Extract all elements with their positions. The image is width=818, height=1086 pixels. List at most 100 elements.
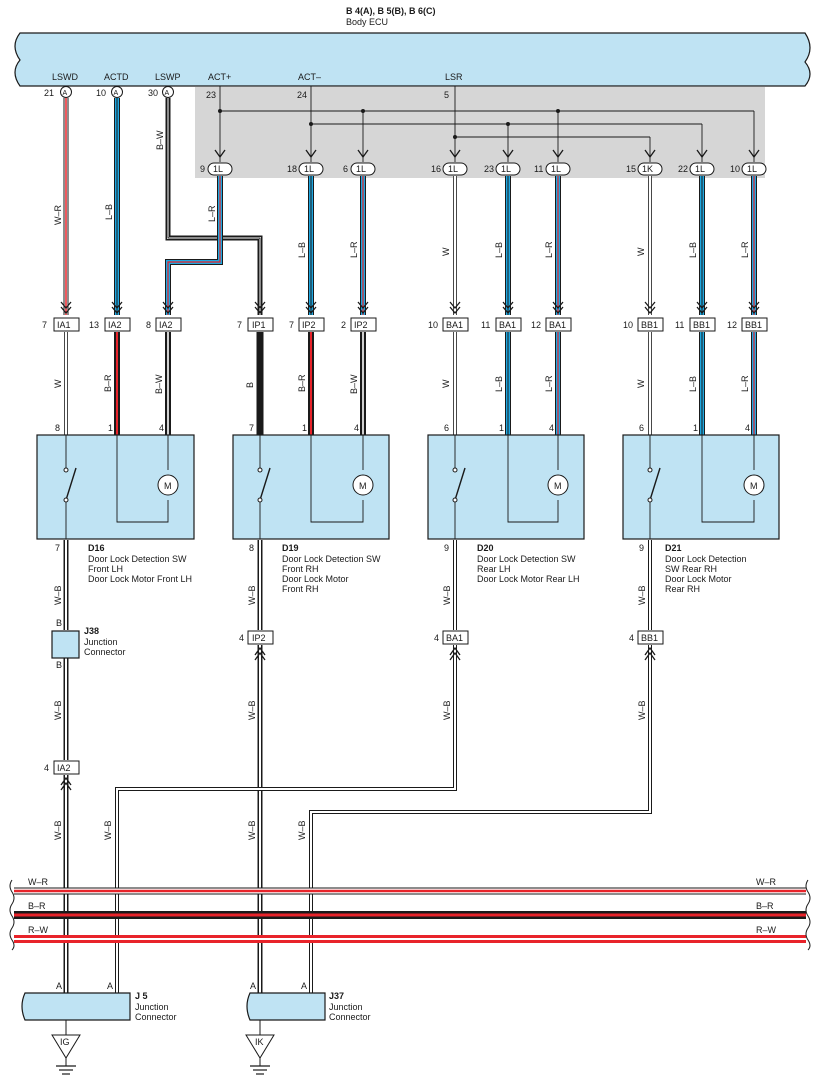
wire-label: B [245,382,255,388]
svg-text:Door Lock Motor: Door Lock Motor [282,574,349,584]
upper-wires: W–R L–B B–W L–R L–B L–R W L–B L–R W L–B … [53,98,760,315]
wire-label: W–B [442,700,452,720]
svg-text:IA2: IA2 [57,763,71,773]
svg-text:1L: 1L [695,164,705,174]
svg-text:M: M [554,481,562,491]
svg-text:W–R: W–R [756,877,777,887]
svg-text:12: 12 [727,320,737,330]
svg-text:Connector: Connector [135,1012,177,1022]
pin-num: 21 [44,88,54,98]
door-id: D20 [477,543,494,553]
svg-text:13: 13 [89,320,99,330]
pin-num: 7 [249,423,254,433]
wire-label: L–B [688,376,698,392]
jc-10: 1L 10 [730,162,767,176]
svg-text:11: 11 [675,320,684,330]
door-id: D19 [282,543,299,553]
svg-text:R–W: R–W [756,925,777,935]
ecu-name: Body ECU [346,17,388,27]
wire-label: W–B [637,585,647,605]
door-unit-d20: M [427,434,585,540]
lower-wires: W B–R B–W B B–R B–W W L–B L–R W L–B L–R … [53,332,757,435]
svg-text:11: 11 [481,320,490,330]
bus-w-r: W–R W–R [14,877,806,895]
svg-text:7: 7 [289,320,294,330]
svg-text:11: 11 [534,164,543,174]
ecu-title: B 4(A), B 5(B), B 6(C) [346,6,436,16]
wire-label: W–B [247,820,257,840]
pin-label-lswp: LSWP [155,72,181,82]
svg-text:Door Lock Detection SW: Door Lock Detection SW [477,554,576,564]
pin-num: 4 [354,423,359,433]
j38-connector: J38 Junction Connector B B [51,618,126,670]
wire-label: L–B [688,242,698,258]
svg-text:22: 22 [678,164,688,174]
wire-label: W–B [53,820,63,840]
wire-label: W–B [53,585,63,605]
wire-label: W [636,379,646,388]
svg-text:IP2: IP2 [302,320,316,330]
svg-text:BA1: BA1 [446,633,463,643]
door-unit-d21: M [622,434,780,540]
connector-circle [162,86,174,98]
svg-text:23: 23 [484,164,494,174]
wire-label: W–B [247,585,257,605]
wire-label: L–R [544,241,554,258]
svg-text:Connector: Connector [329,1012,371,1022]
ecu-pin-labels: LSWD ACTD LSWP ACT+ ACT– LSR 21 10 30 23… [44,72,463,100]
wire-label: W [441,247,451,256]
svg-text:1L: 1L [356,164,366,174]
svg-text:IP2: IP2 [252,633,266,643]
jc-22: 1L 22 [678,162,715,176]
wire-label: L–R [544,375,554,392]
svg-text:12: 12 [531,320,541,330]
svg-text:15: 15 [626,164,636,174]
pin-num: 1 [302,423,307,433]
svg-text:BA1: BA1 [499,320,516,330]
svg-text:4: 4 [239,633,244,643]
wire-label: L–B [104,204,114,220]
wire-label: W–B [297,820,307,840]
connector-circle [111,86,123,98]
svg-text:M: M [359,481,367,491]
svg-text:BB1: BB1 [693,320,710,330]
jc-11: 1L 11 [534,162,571,176]
pin-num: 10 [96,88,106,98]
jc-15: 1K 15 [626,162,663,176]
bus-r-w: R–W R–W [14,925,806,943]
svg-text:1L: 1L [213,164,223,174]
svg-text:Front RH: Front RH [282,564,319,574]
svg-text:4: 4 [44,763,49,773]
pin-num: 4 [159,423,164,433]
wire-label: W–B [637,700,647,720]
pin-num: 1 [499,423,504,433]
svg-text:Junction: Junction [84,637,118,647]
wire-w-b [309,540,652,995]
svg-text:10: 10 [623,320,633,330]
svg-text:M: M [750,481,758,491]
pin-label-act-minus: ACT– [298,72,321,82]
wire-label: W–B [247,700,257,720]
wire-label: W–B [103,820,113,840]
svg-text:Front LH: Front LH [88,564,123,574]
bus-b-r: B–R B–R [14,901,806,919]
j37-connector: A A J37 Junction Connector [246,981,371,1035]
svg-text:8: 8 [249,543,254,553]
svg-text:8: 8 [146,320,151,330]
bus-lines: W–R W–R B–R B–R R–W R–W [9,877,811,951]
svg-text:1L: 1L [448,164,458,174]
svg-text:B: B [56,618,62,628]
jc-18: 1L 18 [287,162,324,176]
pin-label-lsr: LSR [445,72,463,82]
ground-wires: J38 Junction Connector B B IP2 4 BA1 4 BB1… [44,540,664,995]
svg-text:Door Lock Motor: Door Lock Motor [665,574,732,584]
svg-text:4: 4 [629,633,634,643]
connector-letter: A [114,90,119,97]
wire-label: W [53,379,63,388]
